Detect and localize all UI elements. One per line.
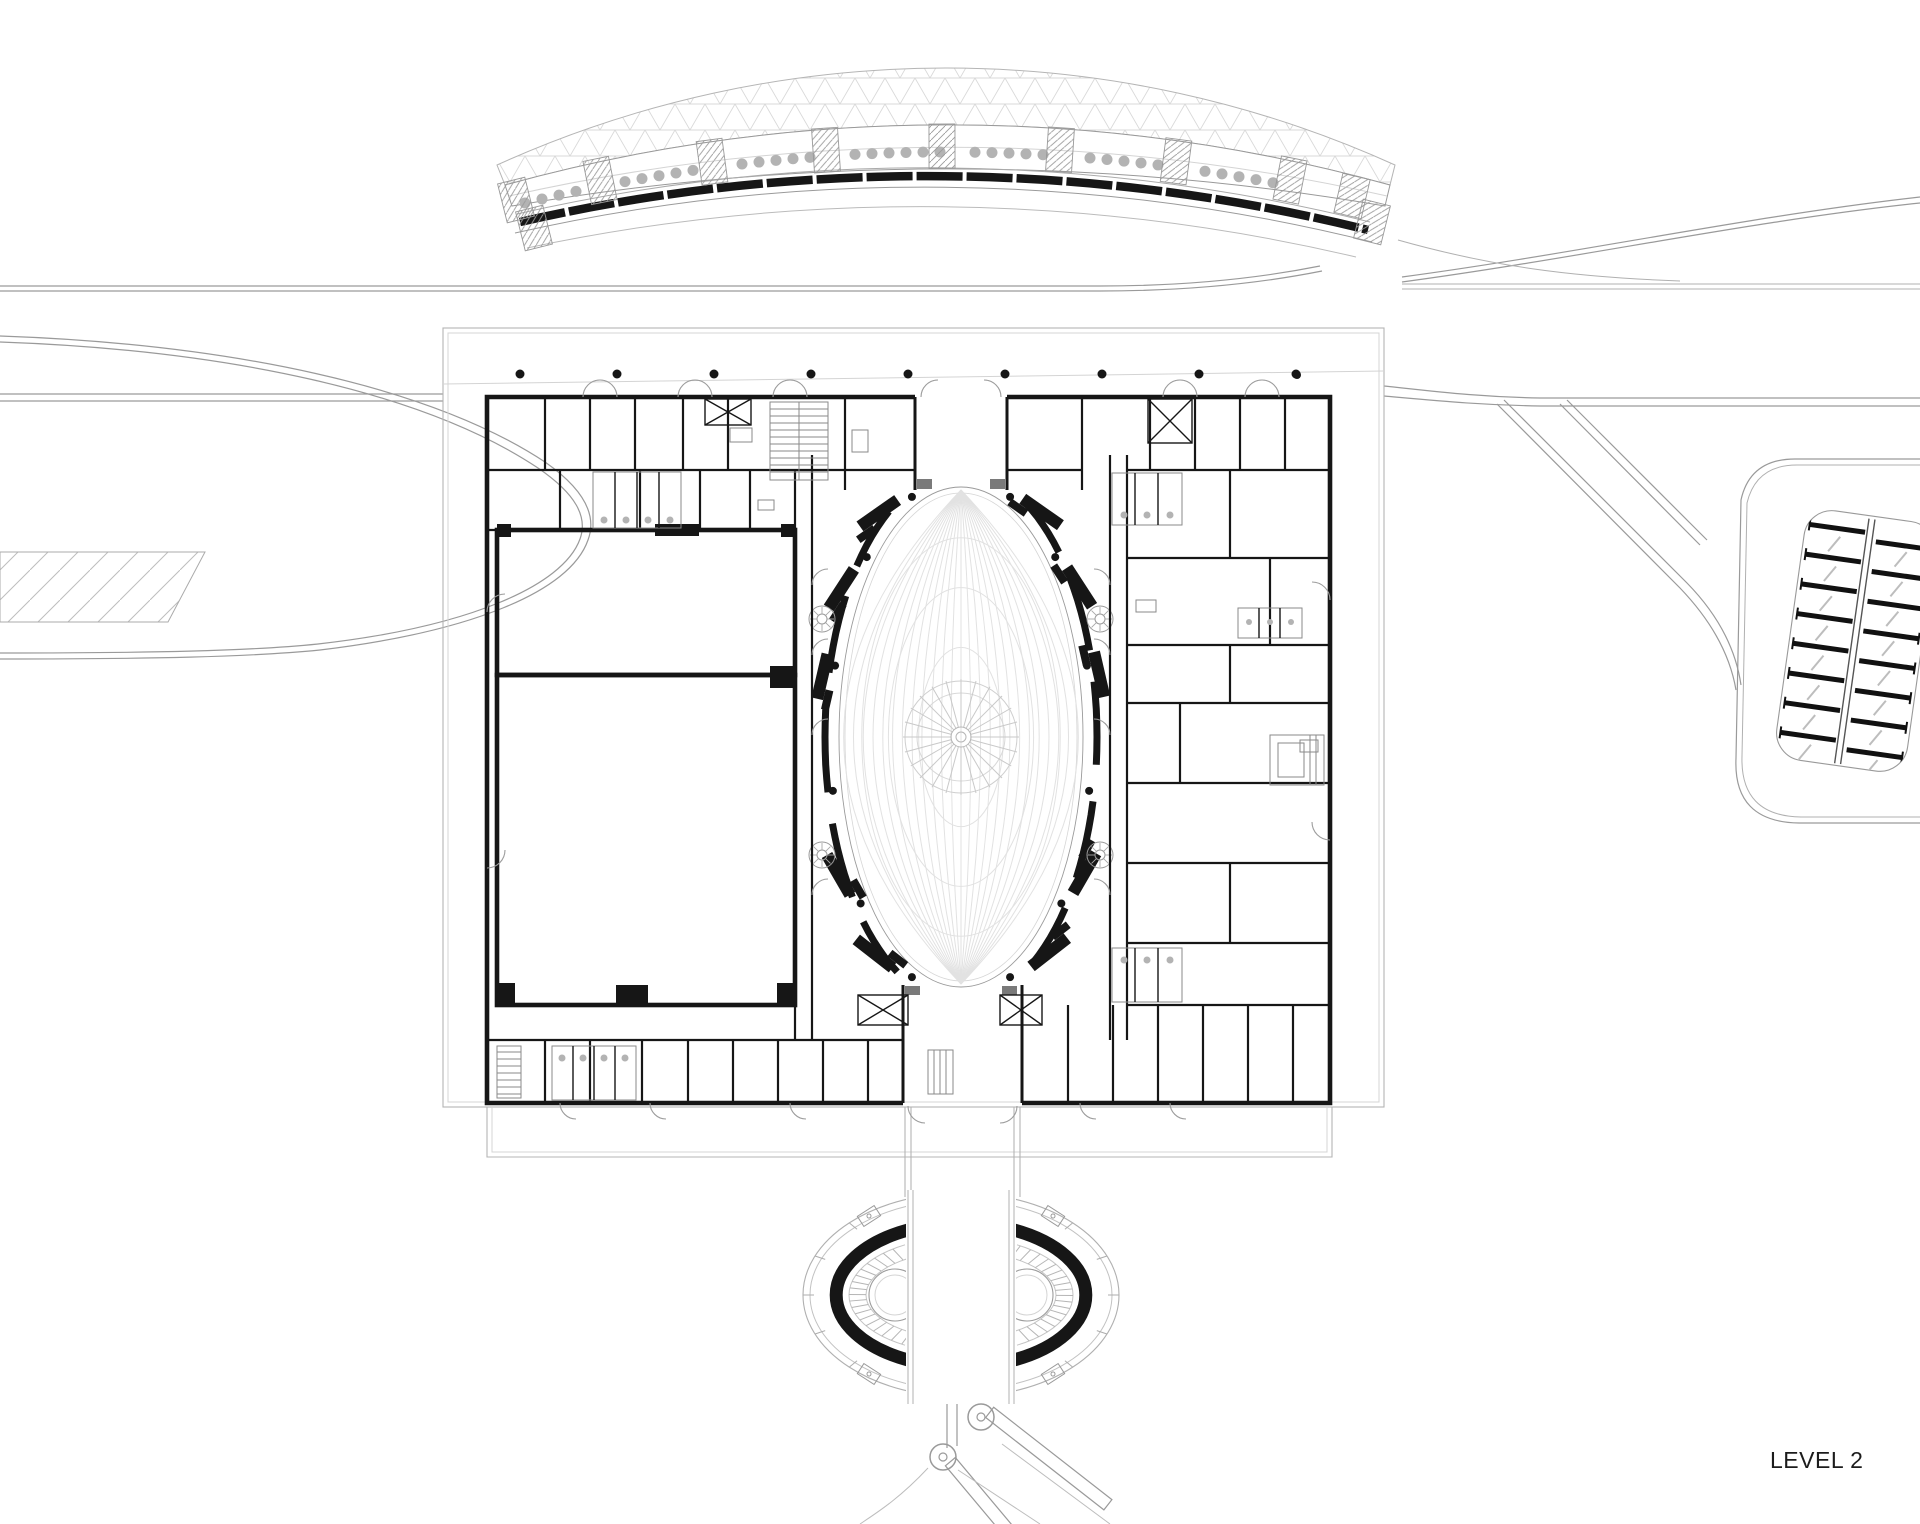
hall-upper	[494, 524, 798, 678]
left-wing-walls	[487, 397, 915, 1103]
level-label: LEVEL 2	[1770, 1447, 1863, 1473]
stair-northwest	[769, 401, 829, 481]
stair-southwest	[496, 1045, 522, 1099]
main-building	[484, 379, 1333, 1124]
porte-cochere-oval	[802, 1190, 1120, 1524]
curved-canopy	[496, 67, 1396, 258]
porte-corridor	[906, 1190, 1016, 1404]
toilet-cluster-sw	[551, 1045, 637, 1101]
door-swings	[486, 379, 1331, 1120]
toilet-cluster-nw	[592, 471, 682, 529]
porte-black-wall-east	[1012, 1223, 1093, 1367]
articulated-walkway-arms	[859, 1403, 1113, 1524]
toilet-cluster-east	[1237, 607, 1303, 639]
hall-lower	[494, 666, 798, 1008]
stair-south-core	[927, 1049, 954, 1095]
right-wing-walls	[1007, 397, 1330, 1103]
building-footprint	[442, 327, 1385, 1197]
porte-black-wall-west	[829, 1223, 910, 1367]
toilet-cluster-ne	[1111, 472, 1183, 526]
room-fixtures	[729, 427, 1319, 753]
louver-bars	[1774, 518, 1920, 775]
elevator-shafts	[704, 398, 1193, 1026]
canopy-columns-and-hatches	[497, 123, 1391, 252]
porte-corner-anchors	[856, 1204, 1066, 1386]
perimeter-wall	[484, 394, 1333, 1106]
canopy-segmented-wall	[519, 171, 1370, 235]
louver-ramp-structure	[1774, 510, 1920, 775]
parking-ramp-hatch	[0, 551, 206, 623]
porte-ramps-and-ticks	[803, 1222, 1119, 1368]
site-roads	[0, 196, 1920, 824]
stair-core-east	[1269, 734, 1325, 786]
north-vestibule	[913, 379, 1009, 490]
south-vestibule	[901, 985, 1024, 1124]
toilet-cluster-se	[1111, 947, 1183, 1003]
colonnade-columns	[515, 369, 1301, 379]
atrium-oval	[808, 486, 1114, 988]
